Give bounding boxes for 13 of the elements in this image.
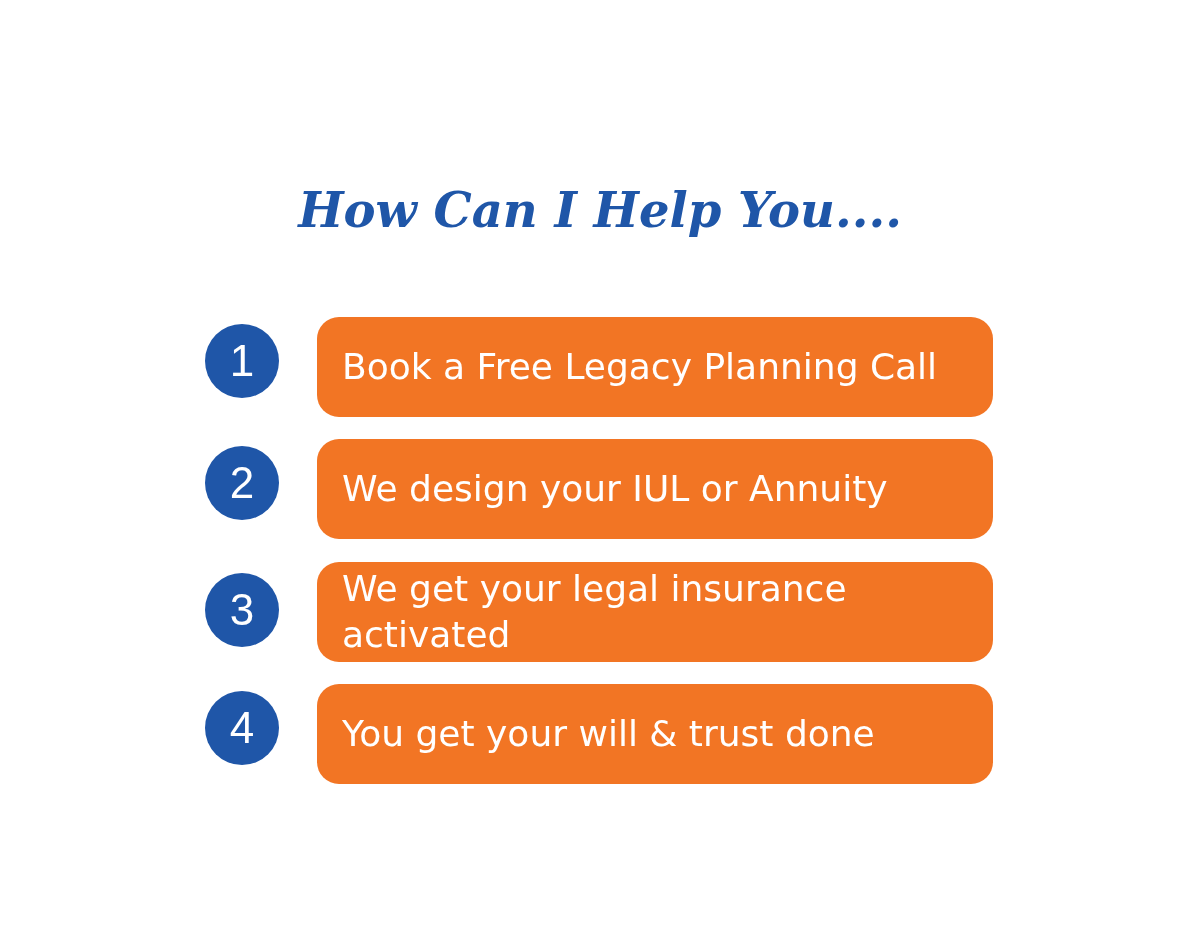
step-box <box>317 684 993 784</box>
step-box <box>317 439 993 539</box>
title: How Can I Help You.... <box>298 181 902 240</box>
step-text: You get your will & trust done <box>342 712 875 756</box>
step-text: We design your IUL or Annuity <box>342 467 888 511</box>
step-number: 4 <box>229 704 255 752</box>
step-number: 3 <box>229 586 255 634</box>
step-text: Book a Free Legacy Planning Call <box>342 345 938 389</box>
step-text: We get your legal insurance activated <box>342 567 848 657</box>
step-box <box>317 562 993 662</box>
step-number: 2 <box>229 459 255 507</box>
step-number: 1 <box>229 337 255 385</box>
step-box <box>317 317 993 417</box>
